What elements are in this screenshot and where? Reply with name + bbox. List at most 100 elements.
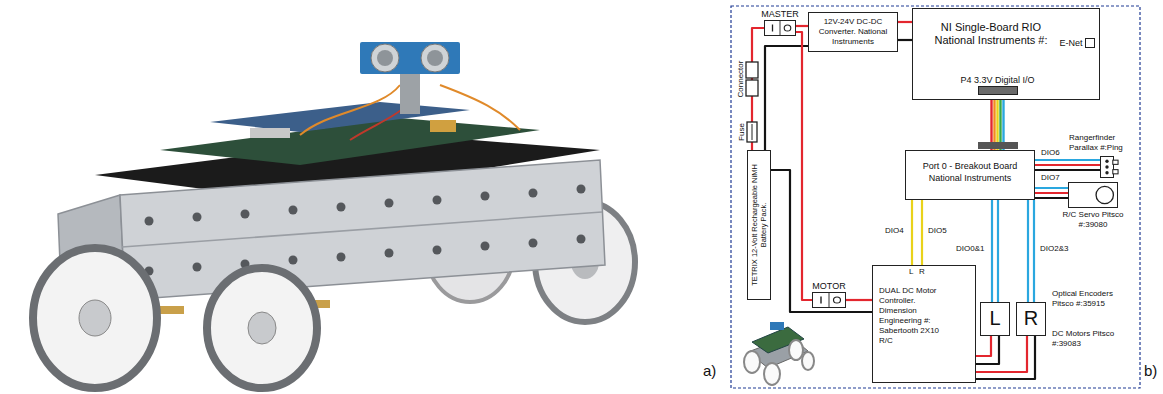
robot-photo <box>33 42 635 388</box>
robot-photo <box>145 185 586 276</box>
wire <box>898 22 912 40</box>
robot-photo <box>300 85 400 135</box>
power-switch: MOTOR <box>812 292 846 308</box>
signal-name: DIO5 <box>927 226 948 235</box>
robot-photo <box>529 239 538 248</box>
wire-strand <box>997 200 999 302</box>
dc-motor: L <box>980 302 1010 336</box>
wire-strand <box>1035 192 1068 194</box>
wire <box>992 200 998 302</box>
fuse-symbol <box>747 122 757 142</box>
robot-photo <box>210 102 470 132</box>
wire-strand <box>1027 200 1029 302</box>
robot-thumbnail <box>744 322 814 385</box>
robot-photo <box>241 210 250 219</box>
node-label: DUAL DC Motor Controller. Dimension Engi… <box>879 286 953 346</box>
fuse-symbol <box>752 124 753 140</box>
servo-motor: R/C Servo Pitsco #:39080 <box>1068 182 1118 208</box>
robot-photo <box>421 44 449 72</box>
switch-symbol <box>813 293 845 307</box>
node-label: L <box>981 303 1009 334</box>
robot-photo <box>481 192 490 201</box>
signal-name: DIO6 <box>1040 148 1061 157</box>
pin <box>1105 165 1108 168</box>
io-header: P4 3.3V Digital I/O <box>978 86 1018 95</box>
header-connector <box>978 142 1018 149</box>
pin <box>1105 160 1108 163</box>
robot-photo <box>427 50 443 66</box>
switch-symbol <box>765 21 795 35</box>
sensor-pins <box>1101 157 1113 177</box>
wire-strand <box>1035 159 1100 161</box>
controller-board: NI Single-Board RIO National Instruments… <box>912 8 1100 100</box>
robot-photo <box>433 196 442 205</box>
dc-motor: R <box>1016 302 1046 336</box>
ethernet-port: E-Net <box>1085 38 1095 48</box>
robot-photo <box>577 185 586 194</box>
channel-name: L <box>909 267 913 277</box>
robot-photo <box>337 253 346 262</box>
wire-strand <box>976 336 1027 372</box>
robot-photo <box>371 44 399 72</box>
rangefinder-sensor: Rangerfinder Parallax #:Ping <box>1100 156 1114 178</box>
robot-photo <box>122 212 602 247</box>
panel-letter: a) <box>703 362 716 380</box>
signal-name: DIO7 <box>1040 173 1061 182</box>
wire-strand <box>921 200 923 265</box>
wire <box>922 200 923 265</box>
robot-photo <box>385 199 394 208</box>
battery-pack: TETRIX 12-Volt Rechargeable NiMH Battery… <box>747 150 771 300</box>
wire <box>1028 200 1034 302</box>
servo-horn <box>1096 186 1113 203</box>
wire-strand <box>796 25 808 27</box>
wire-strand <box>796 32 812 300</box>
wire <box>771 170 872 312</box>
robot-photo <box>377 50 393 66</box>
wire-strand <box>1035 187 1068 189</box>
battery-connector <box>746 80 758 96</box>
robot-photo <box>120 160 605 300</box>
wire <box>796 26 808 27</box>
node-label: Rangerfinder Parallax #:Ping <box>1069 133 1133 153</box>
node-label: R/C Servo Pitsco #:39080 <box>1057 210 1129 230</box>
wire <box>1035 188 1068 198</box>
node-label: NI Single-Board RIO National Instruments… <box>921 21 1061 47</box>
robot-photo <box>289 206 298 215</box>
node-label: MASTER <box>761 9 799 19</box>
robot-photo <box>193 263 202 272</box>
wire-strand <box>1033 200 1035 302</box>
wire <box>1035 160 1100 170</box>
robot-photo <box>433 246 442 255</box>
wire-strand <box>1035 197 1068 199</box>
robot-photo <box>79 300 111 336</box>
pin <box>1105 171 1108 174</box>
part-name: Fuse <box>737 123 746 141</box>
robot-photo <box>33 248 157 388</box>
wire <box>976 336 999 364</box>
robot-photo <box>577 235 586 244</box>
panel-letter: b) <box>1144 362 1157 380</box>
wire-strand <box>846 299 872 301</box>
part-name: DC Motors Pitsco #:39083 <box>1052 329 1122 349</box>
robot-photo <box>193 213 202 222</box>
robot-photo <box>289 256 298 265</box>
node-label: P4 3.3V Digital I/O <box>960 75 1034 85</box>
node-label: E-Net <box>1059 38 1082 48</box>
robot-photo <box>360 42 460 74</box>
node-label: Port 0 - Breakout Board National Instrum… <box>910 160 1030 184</box>
converter-box: 12V-24V DC-DC Converter. National Instru… <box>808 12 898 52</box>
power-switch: MASTER <box>764 20 796 36</box>
switch-divider <box>829 293 830 307</box>
switch-divider <box>780 21 781 35</box>
robot-photo <box>481 242 490 251</box>
robot-photo <box>400 74 420 114</box>
servo-symbol <box>1069 183 1117 207</box>
motor-controller: DUAL DC Motor Controller. Dimension Engi… <box>872 265 976 383</box>
robot-thumbnail <box>744 351 760 373</box>
wire-strand <box>991 200 993 302</box>
node-label: R <box>1017 303 1045 334</box>
robot-photo <box>248 312 276 344</box>
wire <box>912 200 913 265</box>
